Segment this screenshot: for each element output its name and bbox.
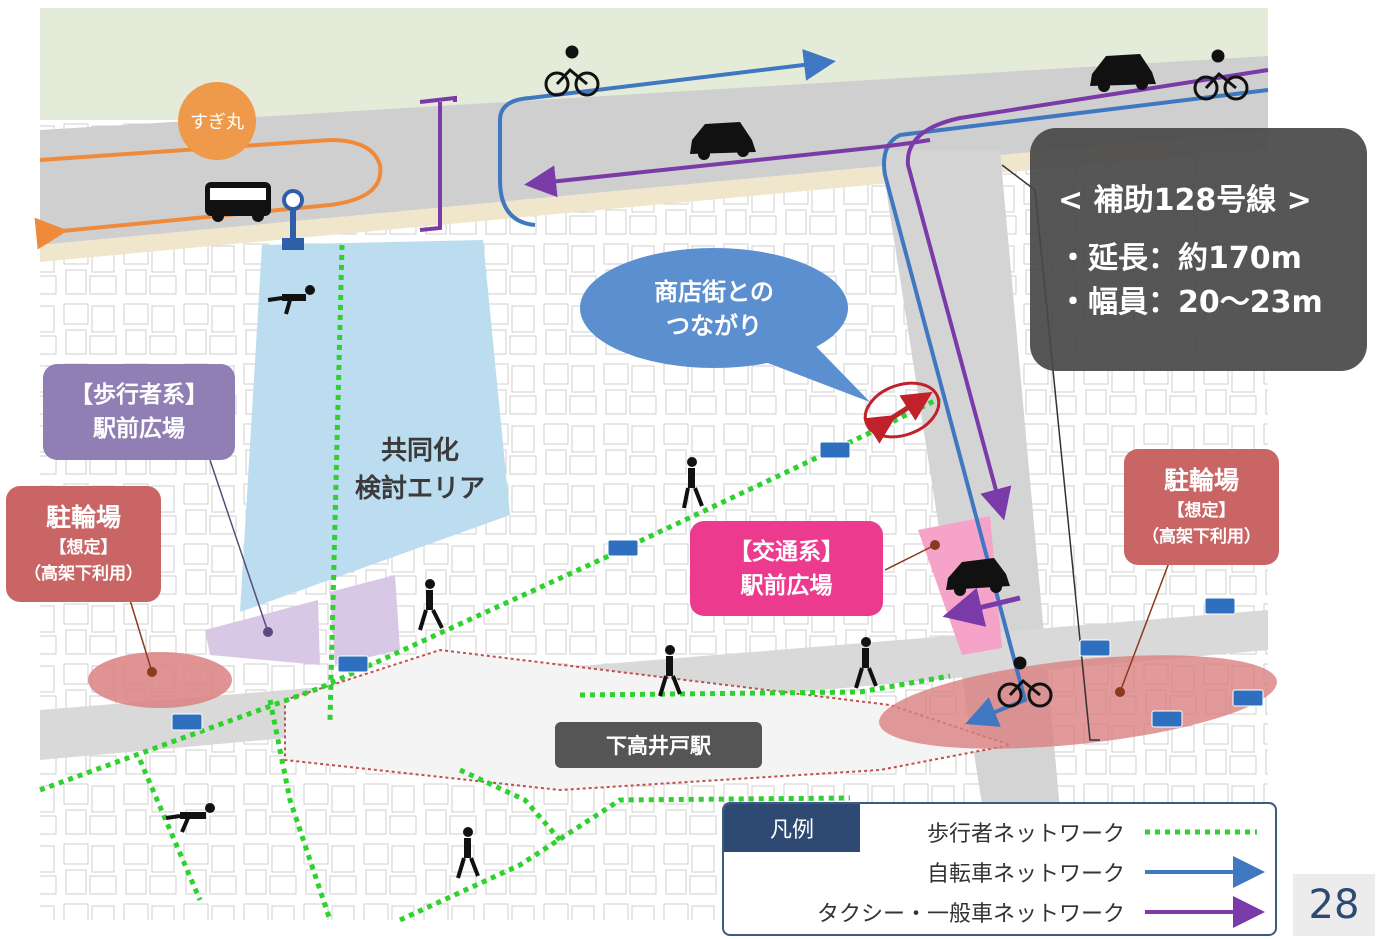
leader-dot [930, 540, 940, 550]
car-route-plaza [942, 587, 1021, 627]
station-label: 下高井戸駅 [555, 722, 762, 768]
bicycle-icon [1193, 49, 1249, 101]
pedestrian-plaza-label: 【歩行者系】 駅前広場 [43, 364, 235, 460]
pedestrian-icon [658, 645, 682, 697]
traffic-plaza-line-1: 【交通系】 [729, 538, 844, 565]
pedestrian-icon [682, 457, 704, 509]
pedestrian-icon [418, 579, 444, 631]
legend-label-car: タクシー・一般車ネットワーク [816, 902, 1125, 927]
road-128-length: ・延長：約170m [1058, 240, 1302, 276]
pedestrian-icon [456, 827, 480, 879]
crosswalk-marker [419, 95, 457, 232]
leader-dot [147, 667, 157, 677]
bicycle-icon [997, 656, 1053, 708]
pedestrian-plaza-area-2 [330, 575, 400, 665]
bus-stop-label: すぎ丸 [178, 82, 256, 160]
connection-arrow [863, 391, 933, 444]
joint-study-area [240, 240, 510, 612]
parking-area-left [88, 652, 232, 708]
bike-parking-right-note: 【想定】 [1167, 501, 1236, 521]
bicycle-route-top [498, 49, 836, 227]
road-128-title: < 補助128号線 > [1058, 182, 1312, 218]
legend-title: 凡例 [724, 804, 860, 852]
shopping-connection-line-2: つながり [666, 312, 762, 340]
bus-route [34, 137, 383, 250]
main-road [40, 56, 1268, 245]
car-route-top [905, 68, 1269, 521]
pedestrian-plaza-line-1: 【歩行者系】 [70, 382, 208, 408]
car-icon [946, 558, 1010, 596]
traffic-plaza-line-2: 駅前広場 [740, 572, 833, 599]
car-route-left [524, 138, 931, 198]
bike-parking-left-note: 【想定】 [49, 538, 118, 558]
legend-label-bicycle: 自転車ネットワーク [926, 862, 1125, 887]
page-number: 28 [1293, 874, 1375, 936]
bus-icon [205, 182, 271, 222]
bike-parking-left-title: 駐輪場 [45, 503, 121, 532]
leader-dot [263, 627, 273, 637]
station-name: 下高井戸駅 [606, 734, 711, 758]
traffic-plaza-label: 【交通系】 駅前広場 [690, 521, 883, 616]
pedestrian-icon [267, 285, 315, 315]
car-icon [1090, 54, 1156, 92]
shopping-callout-bubble [580, 248, 848, 368]
pedestrian-icon [165, 803, 215, 833]
pedestrian-plaza-area [205, 600, 320, 665]
bike-parking-left-sub: （高架下利用） [24, 564, 143, 584]
joint-study-area-label: 共同化 検討エリア [330, 430, 510, 510]
one-way-arrow-icon [171, 441, 1264, 731]
bike-parking-right-title: 駐輪場 [1163, 466, 1239, 495]
bike-parking-left-label: 駐輪場 【想定】 （高架下利用） [6, 486, 161, 602]
joint-area-line-2: 検討エリア [354, 474, 485, 504]
joint-area-line-1: 共同化 [380, 436, 459, 466]
legend: 凡例 歩行者ネットワーク 自転車ネットワーク タクシー・一般車ネットワーク [722, 802, 1277, 936]
bus-stop-icon [282, 189, 304, 250]
legend-label-pedestrian: 歩行者ネットワーク [926, 822, 1125, 847]
station-area [284, 648, 1014, 792]
pedestrian-icon [854, 637, 878, 689]
pedestrian-plaza-line-2: 駅前広場 [93, 416, 185, 442]
leader-lines [129, 164, 1171, 741]
bike-parking-right-label: 駐輪場 【想定】 （高架下利用） [1124, 449, 1279, 565]
bicycle-icon [544, 45, 600, 97]
road-128-width: ・幅員：20〜23m [1058, 284, 1323, 320]
bus-stop-text: すぎ丸 [190, 112, 244, 133]
road-128-info-box: < 補助128号線 > ・延長：約170m ・幅員：20〜23m [1030, 128, 1367, 371]
car-icon [690, 122, 756, 160]
leader-dot [1115, 687, 1125, 697]
shopping-connection-line-1: 商店街との [654, 278, 774, 306]
shopping-connection-label: 商店街との つながり [600, 268, 828, 350]
bike-parking-right-sub: （高架下利用） [1142, 527, 1261, 547]
legend-swatches [1145, 829, 1265, 928]
pedestrian-network [39, 244, 951, 923]
bicycle-route-right [882, 88, 1269, 727]
